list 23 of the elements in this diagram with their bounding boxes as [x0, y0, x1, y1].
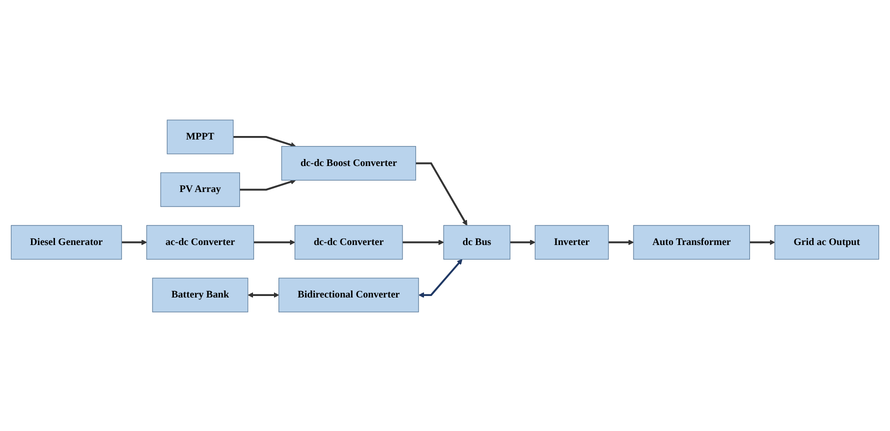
node-box: Bidirectional Converter [278, 277, 419, 312]
node-box: dc Bus [443, 224, 510, 260]
node-box: Diesel Generator [10, 224, 122, 260]
node-box: Battery Bank [152, 277, 248, 312]
arrow [248, 292, 280, 298]
node-box: PV Array [160, 172, 240, 206]
arrow [122, 239, 147, 245]
arrow [254, 239, 296, 245]
node-box: Inverter [534, 224, 609, 260]
node-box: dc-dc Converter [294, 224, 403, 260]
arrow [750, 239, 776, 245]
node-box: Auto Transformer [633, 224, 750, 260]
arrow [418, 258, 462, 298]
node-box: ac-dc Converter [146, 224, 254, 260]
arrow [233, 136, 296, 147]
arrow [402, 239, 444, 245]
arrow [510, 239, 536, 245]
node-box: Grid ac Output [774, 224, 880, 260]
node-box: MPPT [166, 119, 234, 154]
arrow [416, 162, 468, 226]
node-box: dc-dc Boost Converter [281, 146, 416, 180]
arrow [608, 239, 634, 245]
arrow [240, 178, 296, 190]
